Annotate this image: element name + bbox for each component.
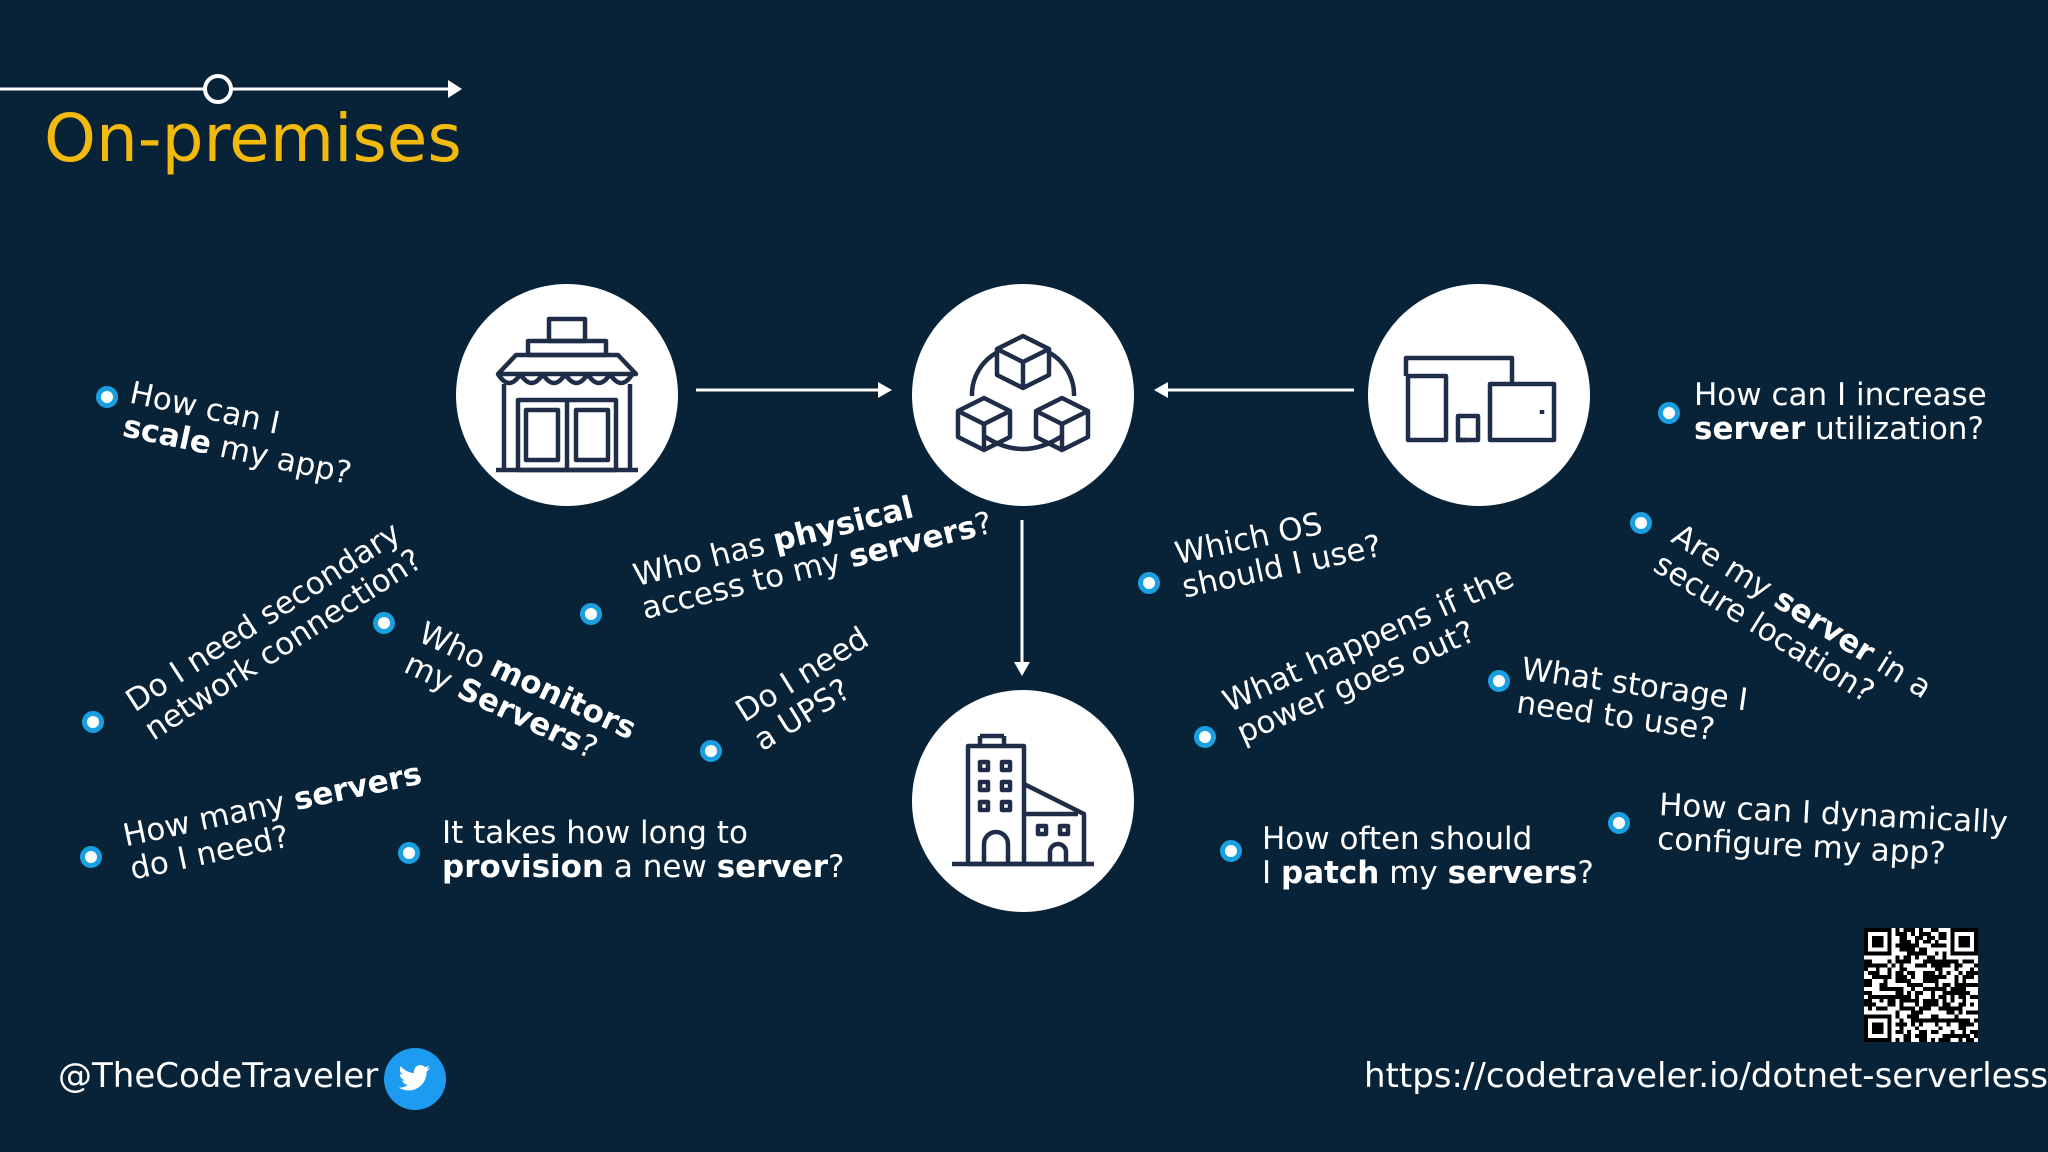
cubes-circle: [912, 284, 1134, 506]
buildings-circle: [912, 690, 1134, 912]
connector-arrow-down: [1014, 520, 1030, 676]
question-emphasis: patch: [1281, 855, 1380, 891]
qr-code[interactable]: [1864, 928, 1978, 1042]
question-line: How often should: [1262, 822, 1594, 856]
bullet-secure: [1630, 512, 1652, 534]
question-line: It takes how long to: [442, 816, 844, 850]
bullet-provision: [398, 842, 420, 864]
timeline-arrow: [0, 74, 462, 104]
buildings-icon: [952, 733, 1094, 867]
bullet-storage: [1488, 670, 1510, 692]
question-line: I patch my servers?: [1262, 856, 1594, 890]
bullet-secondary: [82, 711, 104, 733]
bullet-scale: [96, 386, 118, 408]
question-text: network connection?: [137, 541, 429, 748]
connector-arrow-right: [696, 382, 892, 398]
question-line: How can I increase: [1694, 378, 1987, 412]
bullet-ups: [700, 740, 722, 762]
question-line: server utilization?: [1694, 412, 1987, 446]
qr-code-icon: [1864, 928, 1978, 1042]
twitter-handle[interactable]: @TheCodeTraveler: [58, 1056, 379, 1096]
question-text: my: [1379, 855, 1448, 891]
question-text: ?: [828, 849, 845, 885]
bullet-physical: [580, 603, 602, 625]
bullet-os: [1138, 572, 1160, 594]
question-text: a new: [604, 849, 717, 885]
question-text: ?: [1577, 855, 1594, 891]
question-emphasis: server: [1694, 411, 1806, 447]
slide-title: On-premises: [44, 100, 462, 177]
question-text: It takes how long to: [442, 815, 748, 851]
devices-icon: [1403, 355, 1557, 443]
question-text: Do I need secondary: [119, 515, 408, 720]
connector-arrow-left: [1154, 382, 1354, 398]
bullet-patch: [1220, 840, 1242, 862]
cubes-icon: [955, 333, 1091, 453]
twitter-logo[interactable]: [384, 1048, 446, 1110]
storefront-icon: [495, 316, 639, 473]
question-emphasis: provision: [442, 849, 605, 885]
bullet-power: [1194, 726, 1216, 748]
bullet-utilization: [1658, 402, 1680, 424]
question-text: How can I increase: [1694, 377, 1987, 413]
question-line: provision a new server?: [442, 850, 844, 884]
question-text: I: [1262, 855, 1281, 891]
question-text: How often should: [1262, 821, 1533, 857]
bullet-howmany: [80, 846, 102, 868]
question-text: utilization?: [1805, 411, 1984, 447]
question-line: network connection?: [137, 541, 429, 748]
bullet-configure: [1608, 812, 1630, 834]
devices-circle: [1368, 284, 1590, 506]
question-line: Do I need secondary: [119, 514, 409, 720]
footer-url[interactable]: https://codetraveler.io/dotnet-serverles…: [1364, 1056, 2048, 1096]
twitter-icon: [398, 1065, 430, 1091]
question-emphasis: server: [716, 849, 828, 885]
question-emphasis: servers: [1447, 855, 1578, 891]
bullet-monitors: [373, 612, 395, 634]
storefront-circle: [456, 284, 678, 506]
